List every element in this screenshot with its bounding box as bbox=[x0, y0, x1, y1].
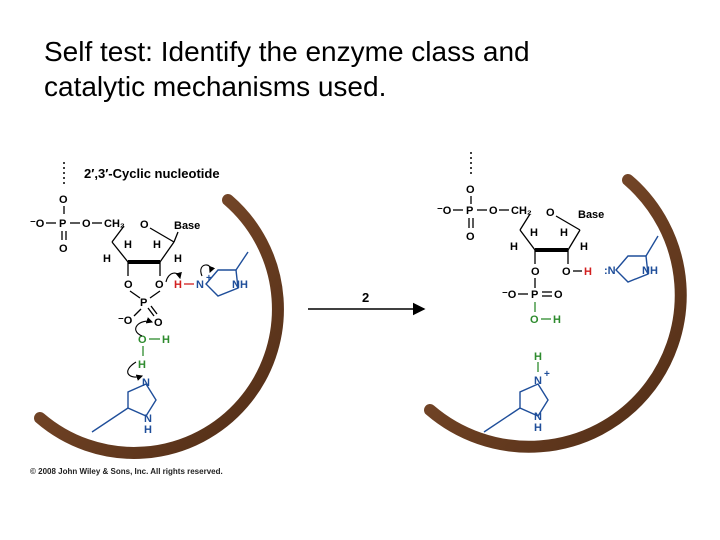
svg-text:O: O bbox=[140, 219, 149, 231]
svg-text:Base: Base bbox=[578, 209, 604, 221]
svg-text:O: O bbox=[466, 231, 475, 243]
svg-text:H: H bbox=[162, 334, 170, 346]
step-number-label: 2 bbox=[362, 290, 369, 305]
slide-title-line-2: catalytic mechanisms used. bbox=[44, 71, 387, 102]
svg-text:O: O bbox=[546, 207, 555, 219]
his-imidazolium-left: H N + NH bbox=[165, 251, 249, 297]
right-panel: O ⁻O P O CH₂ O O Base H H H H bbox=[424, 152, 687, 453]
his-imidazolium-right: H N + N H bbox=[483, 351, 550, 434]
svg-text:O: O bbox=[466, 184, 475, 196]
svg-text:O: O bbox=[59, 194, 68, 206]
slide-title-line-1: Self test: Identify the enzyme class and bbox=[44, 36, 530, 67]
svg-text:O: O bbox=[124, 279, 133, 291]
slide-title: Self test: Identify the enzyme class and… bbox=[44, 34, 684, 104]
left-panel: 2′,3′-Cyclic nucleotide O ⁻O P O CH₂ O O bbox=[30, 162, 284, 459]
svg-text:H: H bbox=[174, 279, 182, 291]
svg-text:⁻O: ⁻O bbox=[118, 315, 133, 327]
svg-text:O: O bbox=[530, 314, 539, 326]
svg-text:N: N bbox=[534, 375, 542, 387]
svg-text:H: H bbox=[584, 266, 592, 278]
svg-text:H: H bbox=[510, 241, 518, 253]
svg-text:H: H bbox=[124, 239, 132, 251]
svg-text:+: + bbox=[544, 369, 550, 380]
svg-text:O: O bbox=[154, 317, 163, 329]
svg-text:Base: Base bbox=[174, 220, 200, 232]
svg-text:+: + bbox=[206, 273, 212, 284]
his-imidazole-right: :N NH bbox=[604, 235, 659, 283]
svg-text:NH: NH bbox=[642, 265, 658, 277]
svg-text:CH₂: CH₂ bbox=[104, 218, 125, 230]
phosphate-group-left: O ⁻O P O CH₂ O bbox=[30, 162, 125, 255]
svg-text:N: N bbox=[196, 279, 204, 291]
svg-text:H: H bbox=[174, 253, 182, 265]
copyright-notice: © 2008 John Wiley & Sons, Inc. All right… bbox=[30, 467, 223, 476]
svg-text:O: O bbox=[82, 218, 91, 230]
svg-text:H: H bbox=[144, 424, 152, 436]
svg-text:NH: NH bbox=[232, 279, 248, 291]
svg-text:H: H bbox=[553, 314, 561, 326]
svg-text:P: P bbox=[59, 218, 66, 230]
svg-text:⁻O: ⁻O bbox=[437, 205, 452, 217]
reaction-step-arrow: 2 bbox=[308, 290, 426, 316]
svg-text:O: O bbox=[138, 334, 147, 346]
svg-text:P: P bbox=[531, 289, 538, 301]
svg-text:H: H bbox=[560, 227, 568, 239]
ribose-ring-left: O Base H H H H O O P ⁻O O bbox=[103, 219, 200, 329]
enzyme-rim-right bbox=[424, 174, 687, 453]
water-and-his-lower-left: O H H N N H bbox=[91, 317, 170, 436]
ribose-ring-right: O Base H H H H O O H ⁻O P O O H bbox=[502, 207, 604, 326]
svg-text:H: H bbox=[138, 359, 146, 371]
svg-text:H: H bbox=[103, 253, 111, 265]
svg-text:H: H bbox=[534, 422, 542, 434]
svg-text:⁻O: ⁻O bbox=[30, 218, 45, 230]
svg-text:O: O bbox=[155, 279, 164, 291]
svg-text:H: H bbox=[153, 239, 161, 251]
cyclic-nucleotide-heading: 2′,3′-Cyclic nucleotide bbox=[84, 166, 220, 181]
enzyme-rim-left bbox=[34, 194, 284, 459]
svg-text:O: O bbox=[554, 289, 563, 301]
svg-text:H: H bbox=[534, 351, 542, 363]
svg-text:O: O bbox=[531, 266, 540, 278]
svg-text:N: N bbox=[144, 413, 152, 425]
svg-text:O: O bbox=[489, 205, 498, 217]
svg-text::N: :N bbox=[604, 265, 616, 277]
svg-text:⁻O: ⁻O bbox=[502, 289, 517, 301]
svg-text:N: N bbox=[142, 377, 150, 389]
svg-text:O: O bbox=[562, 266, 571, 278]
phosphate-group-right: O ⁻O P O CH₂ O bbox=[437, 152, 532, 243]
svg-text:P: P bbox=[140, 297, 147, 309]
svg-text:N: N bbox=[534, 411, 542, 423]
svg-text:H: H bbox=[530, 227, 538, 239]
svg-text:CH₂: CH₂ bbox=[511, 205, 532, 217]
svg-text:H: H bbox=[580, 241, 588, 253]
svg-text:O: O bbox=[59, 243, 68, 255]
svg-text:P: P bbox=[466, 205, 473, 217]
